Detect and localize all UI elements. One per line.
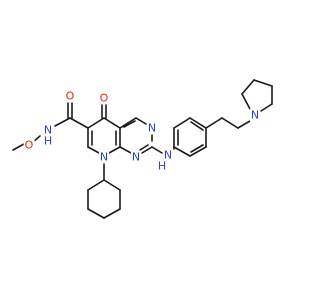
bond-pyr-c2-c3 [241,79,255,95]
bond-c6-c5 [87,117,105,129]
bond-c5-c4a [103,117,121,129]
atom-anilino-h-label: H [158,160,166,173]
bond-ph-5 [189,146,207,157]
atom-pyrrolidine-n: N [251,109,259,122]
atom-label-background [42,134,54,148]
atom-n8: N [100,151,108,164]
atom-label-background [130,150,142,164]
atom-label-background [156,159,168,173]
bond-ph-3-inner [190,121,204,131]
atom-label-background [146,121,158,135]
bond-amide-c-n [54,117,71,127]
bond-pyr-n-c2 [241,93,251,110]
atom-amide-h-label: H [44,135,52,148]
atom-methoxy-oxygen: O [25,139,34,152]
atom-label-background [162,148,174,162]
molecule-svg: O O N H O N N N N H N [12,79,273,219]
bond-ch2-n [237,120,251,129]
bond-c4-c4a-inner [123,120,136,128]
bond-cy-1 [87,179,105,191]
atom-labels: O O N H O N N N N H N [23,89,261,173]
bond-c4a-c4 [119,117,137,129]
bond-c8a-n8 [108,146,121,154]
bond-n1-c8a [119,146,132,154]
atom-label-background [42,123,54,137]
atom-anilino-nh: N H [156,148,174,173]
bond-n8-c7 [87,146,100,154]
bond-ph-6 [173,146,191,157]
bond-pyr-c3-c4 [253,79,273,87]
bond-cy-4 [103,208,121,219]
atom-amide-nh: N H [42,123,54,148]
atom-carbonyl-oxygen: O [66,90,75,103]
bond-ch2-ch2 [221,117,239,129]
bond-pyr-c5-n [260,103,273,112]
atom-n3: N [148,122,156,135]
bond-c2-n1 [141,146,153,154]
atom-label-background [64,89,76,103]
bond-cy-6 [103,179,121,191]
molecule-structure-diagram: O O N H O N N N N H N [12,79,273,219]
atom-label-background [98,91,110,105]
bond-amide-c-c6 [69,117,89,129]
bond-ph-3 [189,117,207,129]
bond-ph-ch2 [205,117,223,129]
bond-c2-nh [151,146,163,154]
bond-c4-n3 [135,117,147,125]
atom-label-background [249,108,261,122]
bond-o-methyl [12,143,25,151]
bond-c2-n1-inner [139,144,149,151]
atom-keto-oxygen: O [100,92,109,105]
atom-label-background [23,138,35,152]
bonds [12,79,273,219]
atom-anilino-n-label: N [164,149,172,162]
bond-cy-3 [87,208,105,219]
atom-amide-n-label: N [44,124,52,137]
bond-ph-2 [173,117,191,129]
bond-ph-5-inner [190,144,204,153]
atom-n1: N [132,151,140,164]
atom-label-background [98,150,110,164]
